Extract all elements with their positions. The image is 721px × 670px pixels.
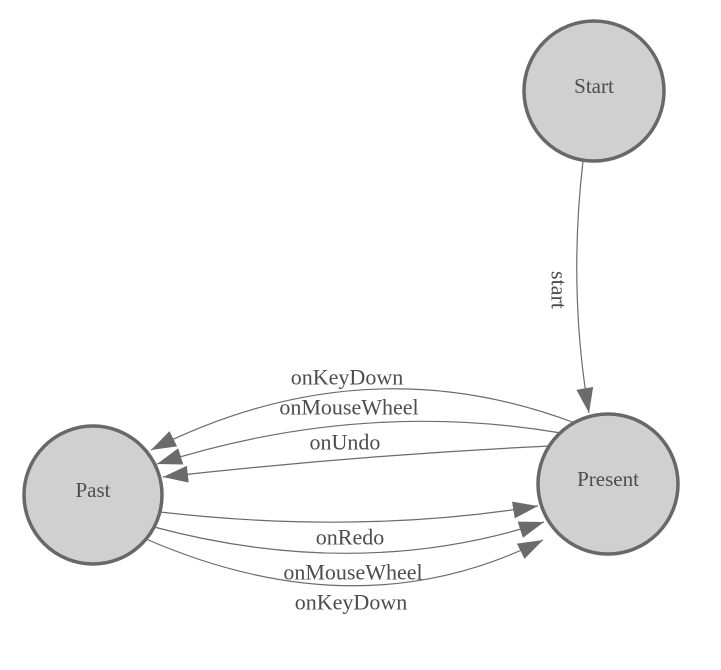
edge-path-start	[576, 160, 594, 414]
edge-label-onmousewheel-to-present: onMouseWheel	[283, 560, 422, 585]
edge-present-to-past-undo: onUndo	[162, 430, 551, 483]
node-start-label: Start	[574, 74, 614, 98]
node-start-circle	[522, 19, 666, 163]
edge-path-onmousewheel-to-past	[156, 420, 562, 465]
node-present-circle	[536, 412, 680, 556]
edge-label-onundo: onUndo	[310, 430, 381, 455]
edge-label-onredo: onRedo	[316, 525, 384, 550]
edge-start-to-present: start	[547, 160, 594, 414]
edge-path-onmousewheel-to-present	[153, 521, 545, 554]
edge-past-to-present-keydown: onKeyDown	[145, 538, 544, 615]
edge-present-to-past-mousewheel: onMouseWheel	[156, 395, 562, 465]
edge-past-to-present-mousewheel: onMouseWheel	[153, 521, 545, 585]
edge-past-to-present-redo: onRedo	[159, 501, 539, 550]
edge-path-onkeydown-to-present	[145, 538, 544, 587]
edge-present-to-past-keydown: onKeyDown	[150, 365, 576, 451]
node-present: Present	[536, 412, 680, 556]
edge-path-onundo	[162, 445, 551, 483]
edge-label-onkeydown-to-present: onKeyDown	[295, 590, 407, 615]
edge-label-onmousewheel-to-past: onMouseWheel	[279, 395, 418, 420]
edge-path-onredo	[159, 501, 539, 523]
node-past: Past	[22, 424, 164, 566]
edge-path-onkeydown-to-past	[150, 388, 576, 451]
node-present-label: Present	[577, 467, 639, 491]
edge-label-start: start	[547, 271, 572, 309]
node-start: Start	[522, 19, 666, 163]
node-past-label: Past	[75, 478, 110, 502]
node-past-circle	[22, 424, 164, 566]
edge-label-onkeydown-to-past: onKeyDown	[291, 365, 403, 390]
